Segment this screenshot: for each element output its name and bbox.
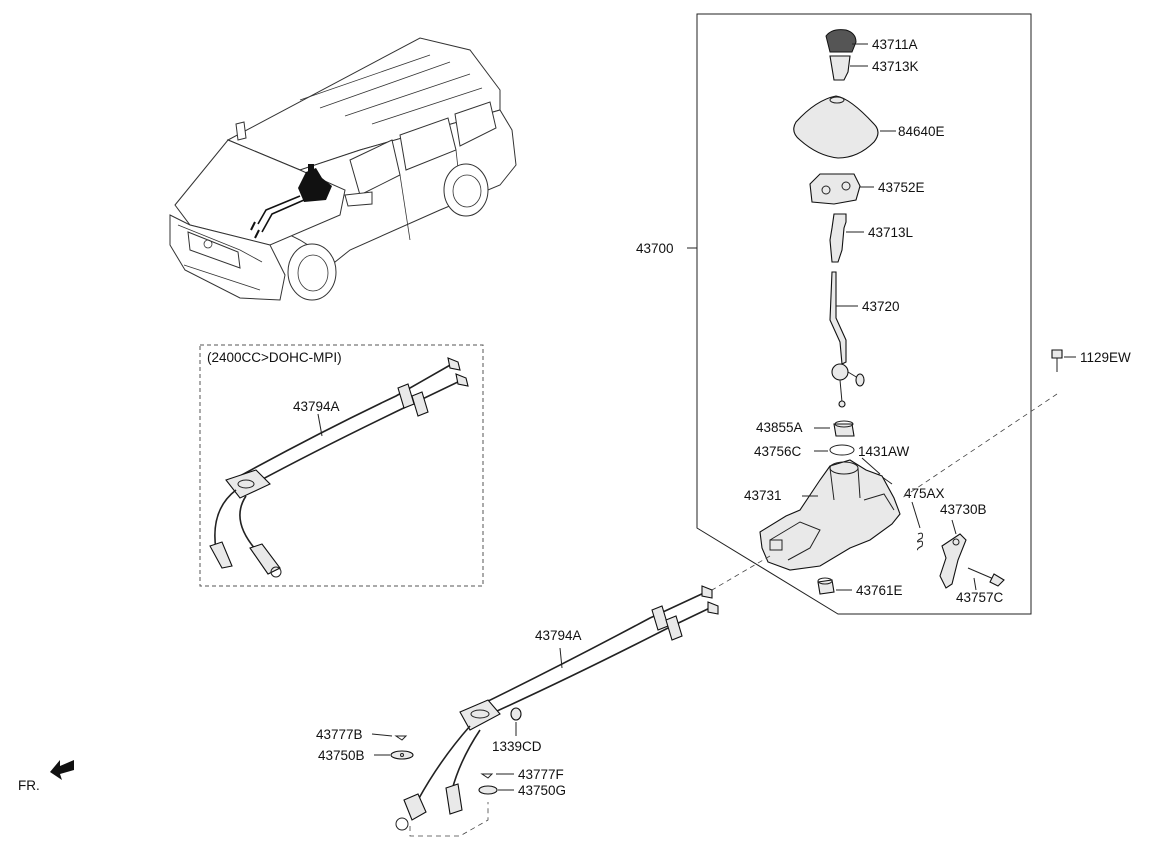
part-43756C bbox=[814, 444, 855, 456]
variant-inset-frame bbox=[199, 344, 484, 587]
label-43777B: 43777B bbox=[316, 727, 363, 742]
label-1129EW: 1129EW bbox=[1080, 350, 1131, 365]
label-43731: 43731 bbox=[744, 488, 782, 503]
label-84640E: 84640E bbox=[898, 124, 945, 139]
label-43777F: 43777F bbox=[518, 767, 564, 782]
part-housing bbox=[759, 459, 901, 571]
label-43752E: 43752E bbox=[878, 180, 925, 195]
label-43713K: 43713K bbox=[872, 59, 919, 74]
part-knob bbox=[825, 29, 868, 53]
label-43750B: 43750B bbox=[318, 748, 365, 763]
part-1339CD bbox=[510, 707, 522, 736]
label-43794A-inset: 43794A bbox=[293, 399, 340, 414]
label-43720: 43720 bbox=[862, 299, 900, 314]
part-43761E bbox=[817, 577, 852, 595]
part-475AX bbox=[911, 501, 923, 551]
direction-arrow-icon bbox=[50, 760, 74, 780]
vehicle-overview-icon bbox=[169, 37, 517, 301]
part-43752E bbox=[809, 173, 874, 205]
part-43730B bbox=[939, 519, 967, 589]
part-1129EW bbox=[901, 349, 1076, 499]
label-1431AW: 1431AW bbox=[858, 444, 910, 459]
label-43713L: 43713L bbox=[868, 225, 914, 240]
part-lever bbox=[829, 271, 865, 408]
label-43700: 43700 bbox=[636, 241, 674, 256]
part-43757C bbox=[967, 567, 1005, 591]
label-43855A: 43855A bbox=[756, 420, 803, 435]
label-43794A-main: 43794A bbox=[535, 628, 582, 643]
part-43777B bbox=[371, 733, 408, 741]
label-475AX: 475AX bbox=[904, 486, 945, 501]
part-43713L bbox=[829, 213, 864, 263]
part-43750B bbox=[374, 750, 414, 760]
label-43730B: 43730B bbox=[940, 502, 987, 517]
main-cable-assembly bbox=[395, 585, 719, 837]
part-43855A bbox=[814, 420, 855, 437]
label-43756C: 43756C bbox=[754, 444, 802, 459]
part-43777F bbox=[480, 773, 514, 779]
label-43757C: 43757C bbox=[956, 590, 1004, 605]
label-43711A: 43711A bbox=[872, 37, 918, 52]
label-43750G: 43750G bbox=[518, 783, 566, 798]
part-43713K bbox=[829, 55, 868, 81]
label-1339CD: 1339CD bbox=[492, 739, 542, 754]
direction-marker: FR. bbox=[18, 778, 40, 793]
assembly-43700-frame bbox=[696, 13, 1032, 615]
part-boot bbox=[793, 95, 896, 159]
inset-cable-assembly bbox=[209, 357, 469, 578]
variant-note: (2400CC>DOHC-MPI) bbox=[207, 350, 342, 365]
part-43750G bbox=[478, 785, 514, 795]
label-43761E: 43761E bbox=[856, 583, 903, 598]
